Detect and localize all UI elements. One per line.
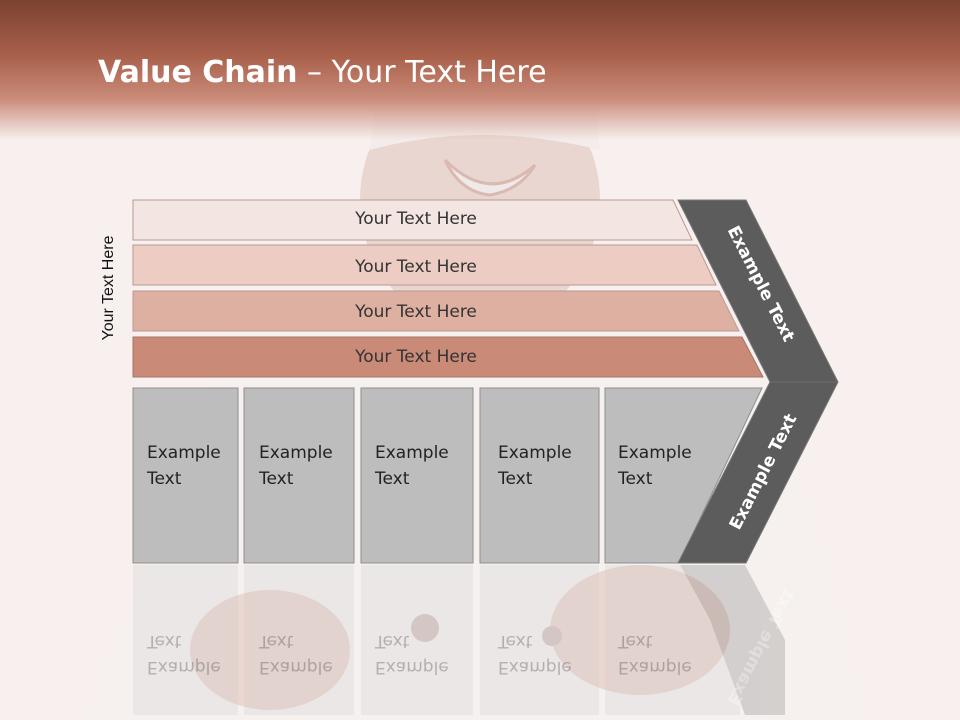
box-label-1-line2: Text bbox=[147, 469, 182, 489]
box-reflection-label-1-line1: Example bbox=[147, 657, 221, 677]
box-reflection-3 bbox=[361, 565, 473, 715]
title-bold: Value Chain bbox=[98, 55, 298, 90]
reflection-group bbox=[133, 565, 785, 715]
bar-label-3: Your Text Here bbox=[355, 302, 477, 322]
box-reflection-4 bbox=[480, 565, 599, 715]
box-reflection-5 bbox=[605, 565, 740, 715]
bar-shape-3 bbox=[132, 290, 740, 332]
box-label-3-line1: Example bbox=[375, 443, 449, 463]
box-reflection-label-2: Example Text bbox=[259, 628, 333, 680]
chevron-reflection bbox=[680, 565, 785, 715]
box-reflection-label-3: Example Text bbox=[375, 628, 449, 680]
bar-shape-4 bbox=[132, 336, 764, 378]
title-rest: – Your Text Here bbox=[297, 55, 547, 90]
slide-title: Value Chain – Your Text Here bbox=[98, 55, 547, 90]
box-reflection-label-5: Example Text bbox=[618, 628, 692, 680]
box-label-1-line1: Example bbox=[147, 443, 221, 463]
box-label-2-line1: Example bbox=[259, 443, 333, 463]
bar-shape-2 bbox=[132, 244, 717, 286]
box-reflection-label-5-line2: Text bbox=[618, 631, 653, 651]
bar-label-2: Your Text Here bbox=[355, 257, 477, 277]
box-reflection-label-1: Example Text bbox=[147, 628, 221, 680]
box-reflection-2 bbox=[244, 565, 354, 715]
bar-label-4: Your Text Here bbox=[355, 347, 477, 367]
box-shape-1 bbox=[132, 387, 239, 564]
box-reflection-label-4: Example Text bbox=[498, 628, 572, 680]
box-label-5-line1: Example bbox=[618, 443, 692, 463]
box-label-4-line2: Text bbox=[498, 469, 533, 489]
box-reflection-label-2-line1: Example bbox=[259, 657, 333, 677]
box-shape-3 bbox=[360, 387, 474, 564]
box-label-3-line2: Text bbox=[375, 469, 410, 489]
box-label-5-line2: Text bbox=[618, 469, 653, 489]
box-label-2-line2: Text bbox=[259, 469, 294, 489]
box-reflection-label-4-line1: Example bbox=[498, 657, 572, 677]
header-band bbox=[0, 0, 960, 140]
box-reflection-label-3-line2: Text bbox=[375, 631, 410, 651]
box-reflection-label-2-line2: Text bbox=[259, 631, 294, 651]
bar-label-1: Your Text Here bbox=[355, 209, 477, 229]
box-reflection-label-5-line1: Example bbox=[618, 657, 692, 677]
bar-shape-1 bbox=[132, 199, 693, 241]
box-reflection-label-4-line2: Text bbox=[498, 631, 533, 651]
box-shape-2 bbox=[243, 387, 355, 564]
box-reflection-label-3-line1: Example bbox=[375, 657, 449, 677]
box-label-4-line1: Example bbox=[498, 443, 572, 463]
box-reflection-1 bbox=[133, 565, 238, 715]
box-shape-4 bbox=[479, 387, 600, 564]
box-reflection-label-1-line2: Text bbox=[147, 631, 182, 651]
